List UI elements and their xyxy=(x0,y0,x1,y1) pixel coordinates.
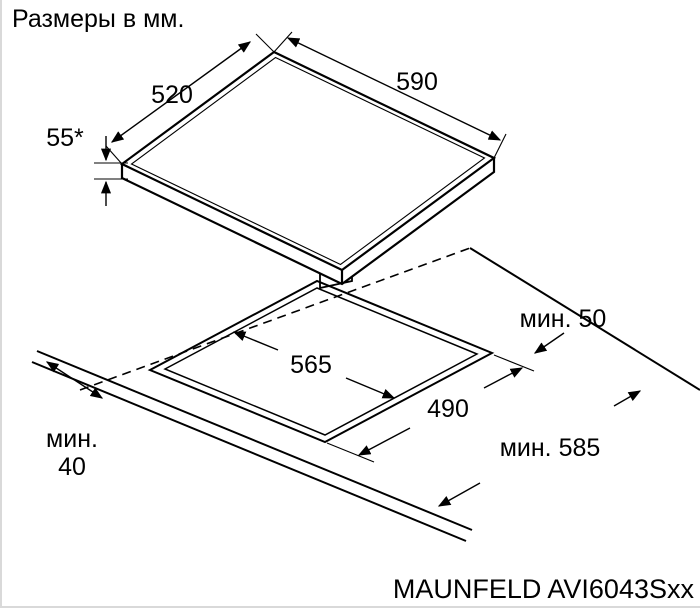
cutout-outline-inner xyxy=(163,287,479,436)
cutout-depth-label: 490 xyxy=(427,395,469,423)
hob-drawing: 590 520 55* xyxy=(46,31,507,290)
worktop-front-edge-outer xyxy=(36,350,473,531)
dim-line-520 xyxy=(110,41,252,143)
cutout-width-label: 565 xyxy=(290,351,332,379)
dim-line-490-lower xyxy=(357,427,411,456)
worktop-front-edge-inner xyxy=(31,361,467,542)
cutout-outline-outer xyxy=(147,279,495,444)
ext-line-520-bottom xyxy=(105,145,123,165)
min-rear-clearance-label: мин. 50 xyxy=(520,305,607,333)
dim-line-585-upper xyxy=(613,390,642,407)
min-counter-depth-label: мин. 585 xyxy=(500,434,601,462)
page-title: Размеры в мм. xyxy=(12,5,184,33)
hob-body-edge xyxy=(120,158,496,286)
dim-line-min40 xyxy=(45,361,104,399)
ext-line-490-upper xyxy=(493,354,535,372)
cutout-drawing: 565 490 мин. 50 мин. 40 мин. 585 xyxy=(31,247,700,542)
hob-depth-label: 520 xyxy=(151,81,193,109)
dim-line-490-upper xyxy=(483,367,524,389)
hob-height-label: 55* xyxy=(46,124,84,152)
dim-line-565-left xyxy=(232,331,279,351)
worktop-hidden-edge xyxy=(79,247,471,391)
dim-line-590 xyxy=(286,37,502,141)
ext-line-490-lower xyxy=(326,442,375,463)
dim-line-585-lower xyxy=(437,482,481,507)
hob-connection-box xyxy=(319,273,353,290)
worktop-rear-edge xyxy=(469,247,700,391)
leader-min50 xyxy=(533,332,565,354)
min-front-clearance-value: 40 xyxy=(58,453,86,481)
model-label: MAUNFELD AVI6043Sxx xyxy=(393,574,695,604)
hob-width-label: 590 xyxy=(396,68,438,96)
ext-line-590-right xyxy=(493,133,507,159)
dim-line-565-right xyxy=(345,377,396,399)
min-front-clearance-word: мин. xyxy=(46,425,98,453)
ext-line-590-left xyxy=(273,31,293,53)
ext-line-520-top xyxy=(255,33,275,53)
